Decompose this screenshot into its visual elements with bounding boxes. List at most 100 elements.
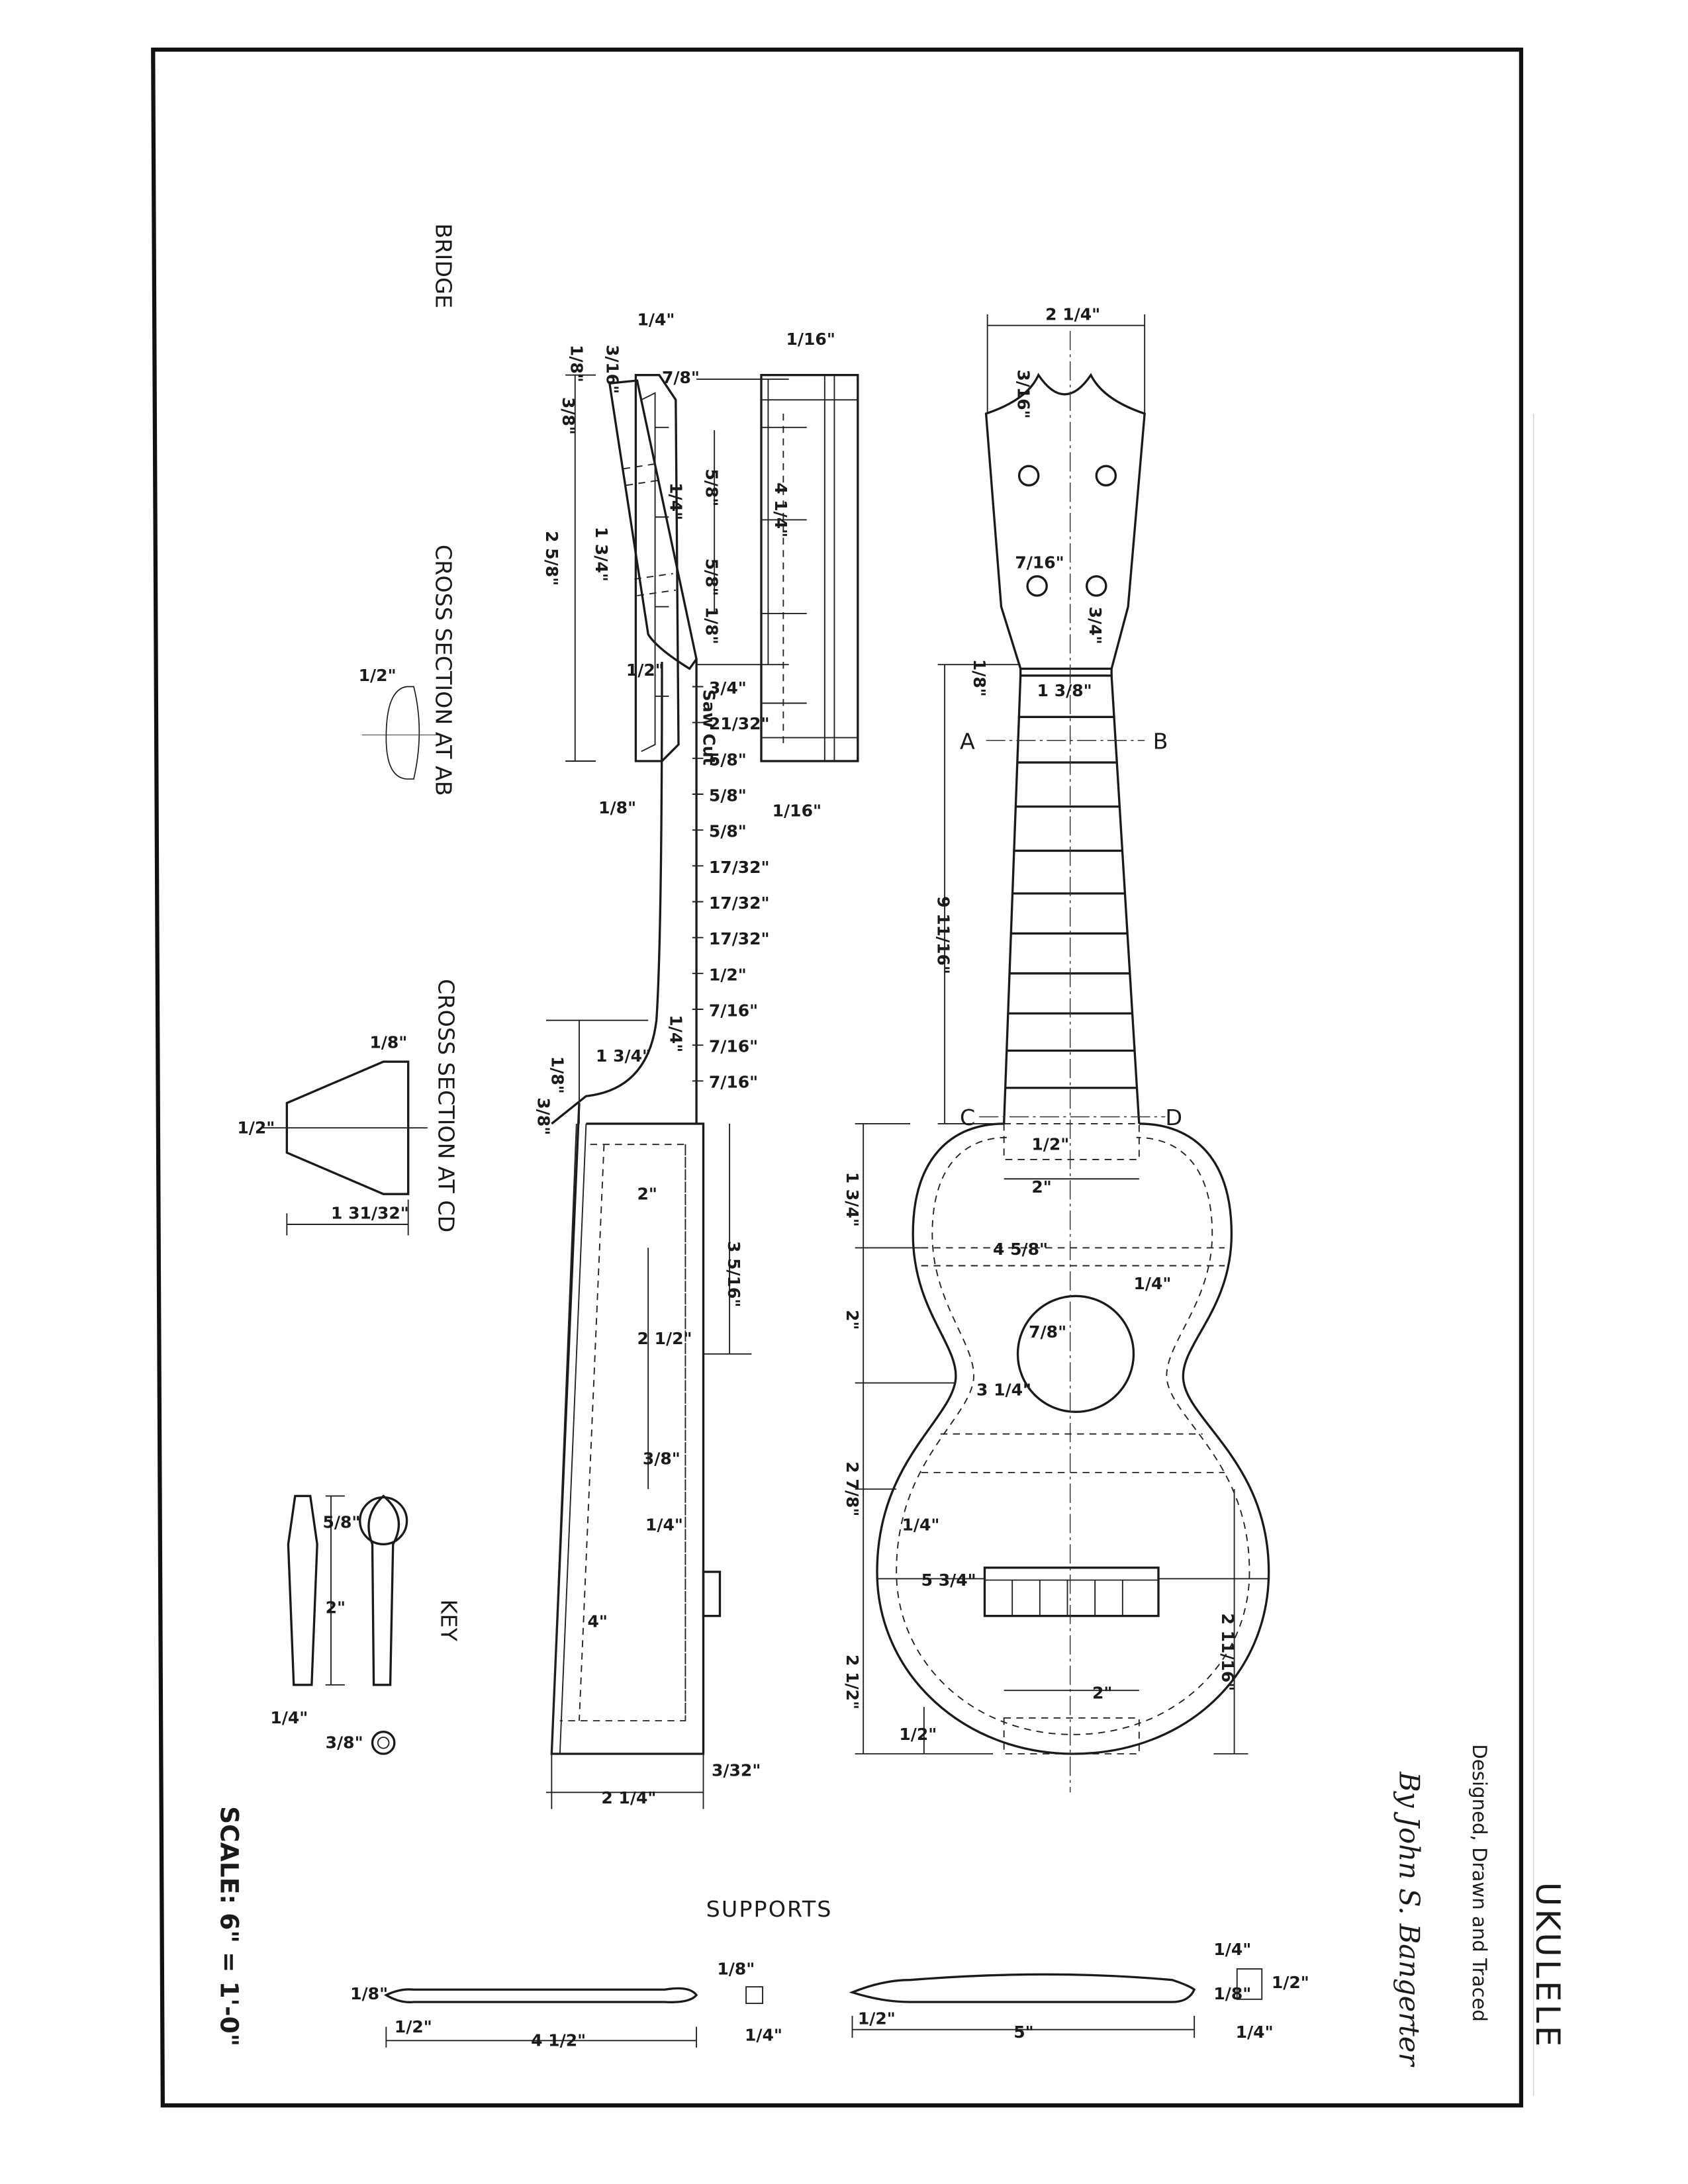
nut xyxy=(1019,667,1113,677)
svg-text:1/4": 1/4" xyxy=(1236,2023,1274,2042)
svg-text:2 11/16": 2 11/16" xyxy=(1218,1614,1237,1692)
fret-spacing-label: 7/16" xyxy=(709,1001,758,1020)
side-top xyxy=(551,1123,587,1754)
svg-text:1/8": 1/8" xyxy=(1213,1984,1251,2003)
svg-text:1/2": 1/2" xyxy=(395,2017,432,2036)
tuner-hole xyxy=(1086,575,1107,597)
body-outline xyxy=(876,1122,1270,1755)
svg-text:2 1/4": 2 1/4" xyxy=(601,1788,656,1807)
svg-text:9 11/16": 9 11/16" xyxy=(934,896,953,974)
svg-text:2": 2" xyxy=(1031,1177,1051,1197)
bridge-detail xyxy=(984,1579,1159,1616)
cross-section-ab-title: CROSS SECTION AT AB xyxy=(430,545,456,796)
side-lining xyxy=(559,1144,686,1721)
sound-hole xyxy=(1016,1295,1135,1413)
fret-spacing-label: 17/32" xyxy=(709,929,770,948)
support-2: 5" 1/2" 1/4" 1/8" 1/4" 1/2" xyxy=(849,1940,1309,2042)
svg-text:1/4": 1/4" xyxy=(270,1708,308,1727)
svg-text:3/8": 3/8" xyxy=(643,1449,680,1469)
svg-text:1/8": 1/8" xyxy=(350,1984,388,2003)
svg-text:1 31/32": 1 31/32" xyxy=(331,1204,409,1223)
svg-text:2 7/8": 2 7/8" xyxy=(843,1461,862,1516)
fret-spacing-label: 3/4" xyxy=(709,678,747,698)
side-dimension-lines xyxy=(546,378,789,1809)
svg-text:2": 2" xyxy=(843,1310,862,1330)
drawing-title: UKULELE xyxy=(1528,1882,1567,2050)
dimension-lines xyxy=(855,314,1269,1754)
fret-spacing-label: 17/32" xyxy=(709,893,770,913)
svg-text:2 5/8": 2 5/8" xyxy=(542,531,561,586)
svg-text:7/8": 7/8" xyxy=(1029,1322,1066,1342)
svg-text:2 1/2": 2 1/2" xyxy=(637,1329,692,1348)
svg-text:1/8": 1/8" xyxy=(369,1032,407,1052)
key-title: KEY xyxy=(436,1600,462,1642)
svg-text:1 3/4": 1 3/4" xyxy=(843,1172,862,1227)
bridge-dimensions: 2 5/8" 1/4" 1/8" 5/8" 5/8" 1/8" 1/16" 1/… xyxy=(542,310,835,821)
svg-text:1/2": 1/2" xyxy=(1031,1134,1069,1154)
svg-text:1/16": 1/16" xyxy=(773,801,821,820)
fret-ticks xyxy=(692,686,704,1082)
svg-text:1/2": 1/2" xyxy=(626,660,664,680)
svg-text:3/4": 3/4" xyxy=(1086,607,1105,645)
svg-text:1 3/4": 1 3/4" xyxy=(592,527,611,582)
braces xyxy=(921,1247,1225,1473)
svg-text:4": 4" xyxy=(588,1612,608,1631)
svg-text:Saw Cut: Saw Cut xyxy=(700,690,719,766)
top-block xyxy=(1003,1122,1140,1161)
svg-text:4 5/8": 4 5/8" xyxy=(993,1240,1048,1259)
svg-text:4 1/4": 4 1/4" xyxy=(771,482,790,537)
tuner-hole xyxy=(1017,465,1040,486)
bridge-detail-view xyxy=(565,374,859,762)
marker-a: A xyxy=(960,728,975,754)
body-lining xyxy=(896,1136,1250,1735)
svg-text:1/2": 1/2" xyxy=(899,1725,937,1744)
svg-text:3 5/16": 3 5/16" xyxy=(724,1241,743,1307)
svg-text:1/8": 1/8" xyxy=(598,798,636,817)
svg-text:3/16": 3/16" xyxy=(1014,369,1033,418)
svg-text:7/8": 7/8" xyxy=(662,368,700,387)
svg-text:2": 2" xyxy=(1092,1684,1112,1703)
svg-text:1/8": 1/8" xyxy=(717,1959,755,1978)
svg-text:1/8": 1/8" xyxy=(547,1056,567,1094)
signature: By John S. Bangerter xyxy=(1393,1771,1426,2067)
svg-text:5/8": 5/8" xyxy=(702,469,722,506)
svg-text:1/8": 1/8" xyxy=(567,345,586,383)
svg-text:3/16": 3/16" xyxy=(603,345,622,394)
cross-section-ab: 1/2" xyxy=(359,666,442,780)
credit-line: Designed, Drawn and Traced xyxy=(1468,1744,1491,2022)
fret-spacing-label: 5/8" xyxy=(709,786,747,805)
svg-text:3/8": 3/8" xyxy=(326,1733,363,1752)
svg-text:3/32": 3/32" xyxy=(712,1760,761,1780)
svg-text:2": 2" xyxy=(326,1598,346,1617)
fret-spacing-label: 7/16" xyxy=(709,1037,758,1056)
key-detail: 5/8" 2" 1/4" 3/8" xyxy=(270,1494,408,1755)
svg-text:1 3/8": 1 3/8" xyxy=(1037,681,1092,700)
marker-d: D xyxy=(1165,1105,1182,1130)
marker-c: C xyxy=(960,1105,975,1130)
cross-section-cd-title: CROSS SECTION AT CD xyxy=(434,979,459,1232)
bridge-title: BRIDGE xyxy=(430,224,456,308)
svg-text:1/4": 1/4" xyxy=(667,1015,686,1052)
svg-text:1/2": 1/2" xyxy=(1272,1973,1309,1992)
headstock xyxy=(984,373,1146,669)
drawing-border xyxy=(151,47,1524,2108)
tuner-hole xyxy=(1095,465,1117,486)
side-neck xyxy=(551,659,698,1125)
svg-text:3 1/4": 3 1/4" xyxy=(976,1380,1031,1399)
side-view xyxy=(546,378,789,1809)
svg-text:5 3/4": 5 3/4" xyxy=(921,1570,976,1590)
cross-section-cd: 1/8" 1/2" 1 31/32" xyxy=(237,1032,428,1236)
svg-text:1/2": 1/2" xyxy=(237,1118,275,1137)
svg-text:7/16": 7/16" xyxy=(1015,553,1064,572)
bridge xyxy=(983,1567,1160,1617)
svg-text:2 1/2": 2 1/2" xyxy=(843,1655,862,1709)
svg-text:1/4": 1/4" xyxy=(645,1516,683,1535)
fret-spacing-label: 1/2" xyxy=(709,965,747,984)
svg-text:4 1/2": 4 1/2" xyxy=(531,2031,586,2050)
svg-text:1/2": 1/2" xyxy=(359,666,397,685)
svg-text:5/8": 5/8" xyxy=(323,1512,361,1531)
svg-text:5/8": 5/8" xyxy=(702,559,722,596)
neck xyxy=(1003,675,1141,1124)
tuner-hole xyxy=(1026,575,1048,597)
